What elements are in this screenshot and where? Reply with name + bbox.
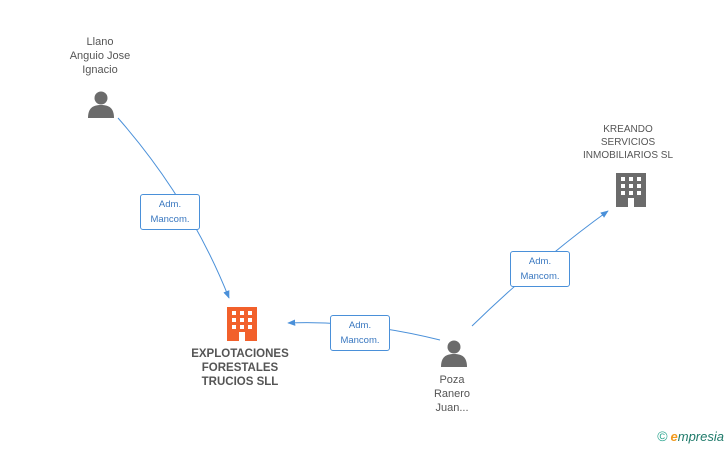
edge-label-line2: Mancom.	[340, 335, 380, 346]
person-icon[interactable]	[88, 91, 114, 119]
building-icon[interactable]	[227, 307, 257, 341]
edge-label-badge: Adm. Mancom.	[510, 251, 570, 287]
edge-label-badge: Adm. Mancom.	[330, 315, 390, 351]
brand-logo-text: mpresia	[677, 428, 724, 444]
brand-logo-e: e	[670, 428, 678, 444]
copyright-icon: ©	[657, 428, 668, 444]
building-icon[interactable]	[616, 173, 646, 207]
edge-label-line1: Adm.	[348, 320, 372, 331]
node-label-llano[interactable]: Llano Anguio Jose Ignacio	[69, 36, 131, 76]
brand-logo[interactable]: empresia	[671, 429, 724, 444]
node-label-explotaciones[interactable]: EXPLOTACIONES FORESTALES TRUCIOS SLL	[191, 348, 289, 388]
edge-label-badge: Adm. Mancom.	[140, 194, 200, 230]
edge-label-line2: Mancom.	[150, 214, 190, 225]
edge-label-line1: Adm.	[528, 256, 552, 267]
edge-label-line2: Mancom.	[520, 271, 560, 282]
edge-label-line1: Adm.	[158, 199, 182, 210]
person-icon[interactable]	[441, 340, 467, 368]
footer-brand: © empresia	[657, 428, 724, 444]
node-label-kreando[interactable]: KREANDO SERVICIOS INMOBILIARIOS SL	[582, 124, 674, 161]
node-label-poza[interactable]: Poza Ranero Juan...	[433, 374, 471, 414]
